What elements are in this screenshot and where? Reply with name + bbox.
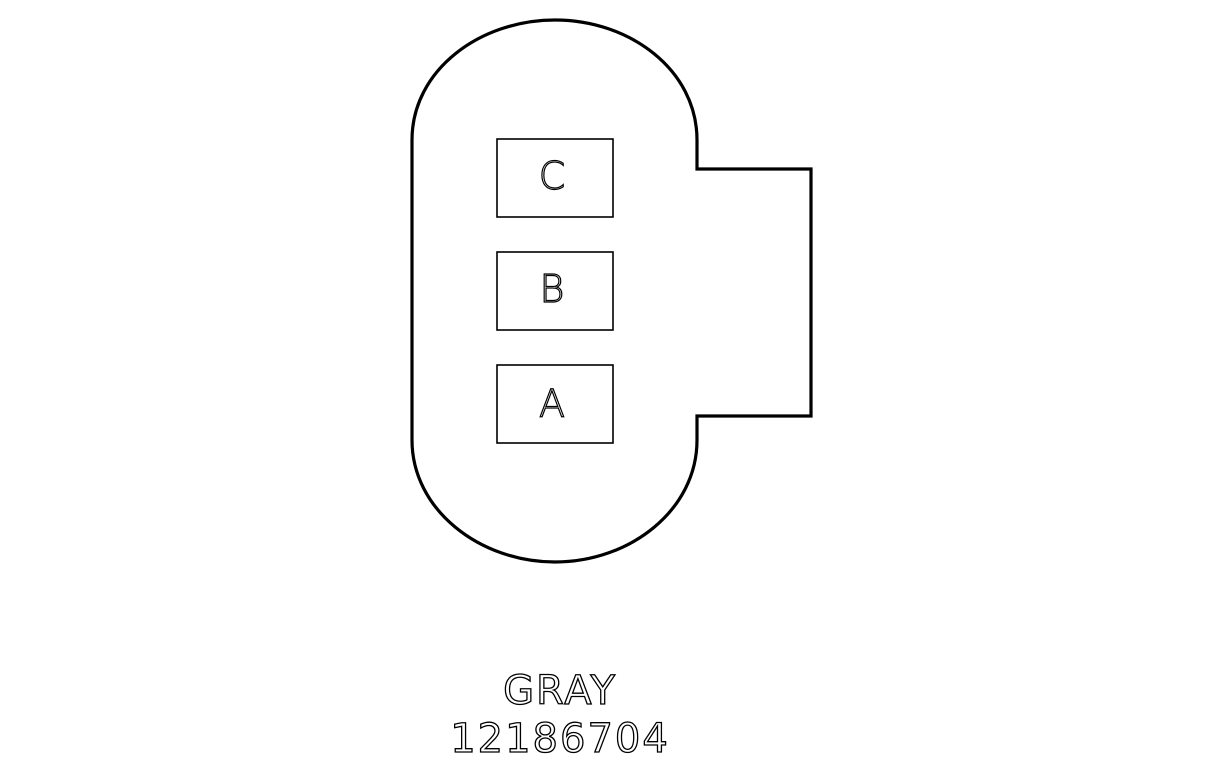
connector-part-number: 12186704 (450, 716, 670, 762)
pin-label: A (539, 382, 565, 426)
pin-cavity-b: B (496, 251, 614, 331)
pin-label: C (539, 154, 566, 198)
pin-cavity-a: A (496, 364, 614, 444)
pin-label: B (540, 267, 565, 311)
pin-cavity-c: C (496, 138, 614, 218)
connector-body-outline (410, 18, 813, 564)
pin-cavity-box (496, 251, 614, 331)
connector-color-label: GRAY (503, 668, 617, 714)
pin-cavity-box (496, 138, 614, 218)
pin-cavity-box (496, 364, 614, 444)
